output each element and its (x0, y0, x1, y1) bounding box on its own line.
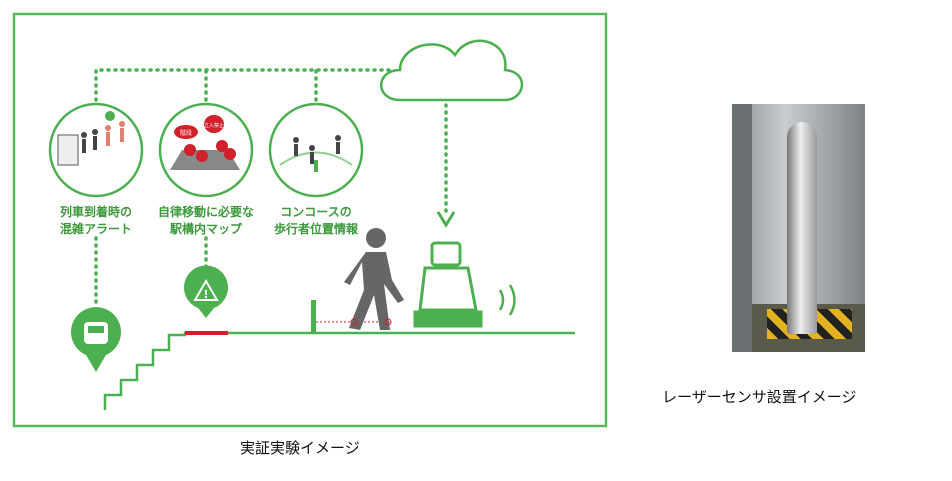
laser-sensor-post (311, 300, 316, 333)
diagram-caption: 実証実験イメージ (240, 439, 360, 457)
cloud-icon (380, 39, 524, 102)
laser-sensor-photo (732, 104, 865, 352)
feature-label-pedestrian-position: コンコースの歩行者位置情報 (273, 205, 358, 236)
svg-text:!: ! (203, 288, 208, 301)
pedestrian-icon (279, 135, 353, 172)
crowd-icon (57, 111, 125, 166)
robot-icon (413, 241, 483, 328)
stairs-ground (103, 331, 575, 410)
connection-lines (94, 68, 448, 307)
walking-person-icon (344, 228, 404, 330)
photo-caption: レーザーセンサ設置イメージ (662, 388, 857, 406)
arrow-down-icon (436, 211, 456, 228)
train-icon (70, 307, 121, 372)
feature-label-station-map: 自律移動に必要な駅構内マップ (157, 205, 254, 236)
diagram-frame (12, 12, 608, 428)
map-icon: 階段 立入禁止 (170, 115, 240, 170)
warning-icon: ! (184, 265, 228, 318)
feature-label-crowd-alert: 列車到着時の混雑アラート (59, 205, 132, 236)
pin-label-stairs: 階段 (180, 129, 192, 137)
pedestrian-position-circle (268, 102, 364, 198)
sensor-waves-icon (498, 284, 516, 316)
pin-label-no-entry: 立入禁止 (204, 122, 224, 129)
